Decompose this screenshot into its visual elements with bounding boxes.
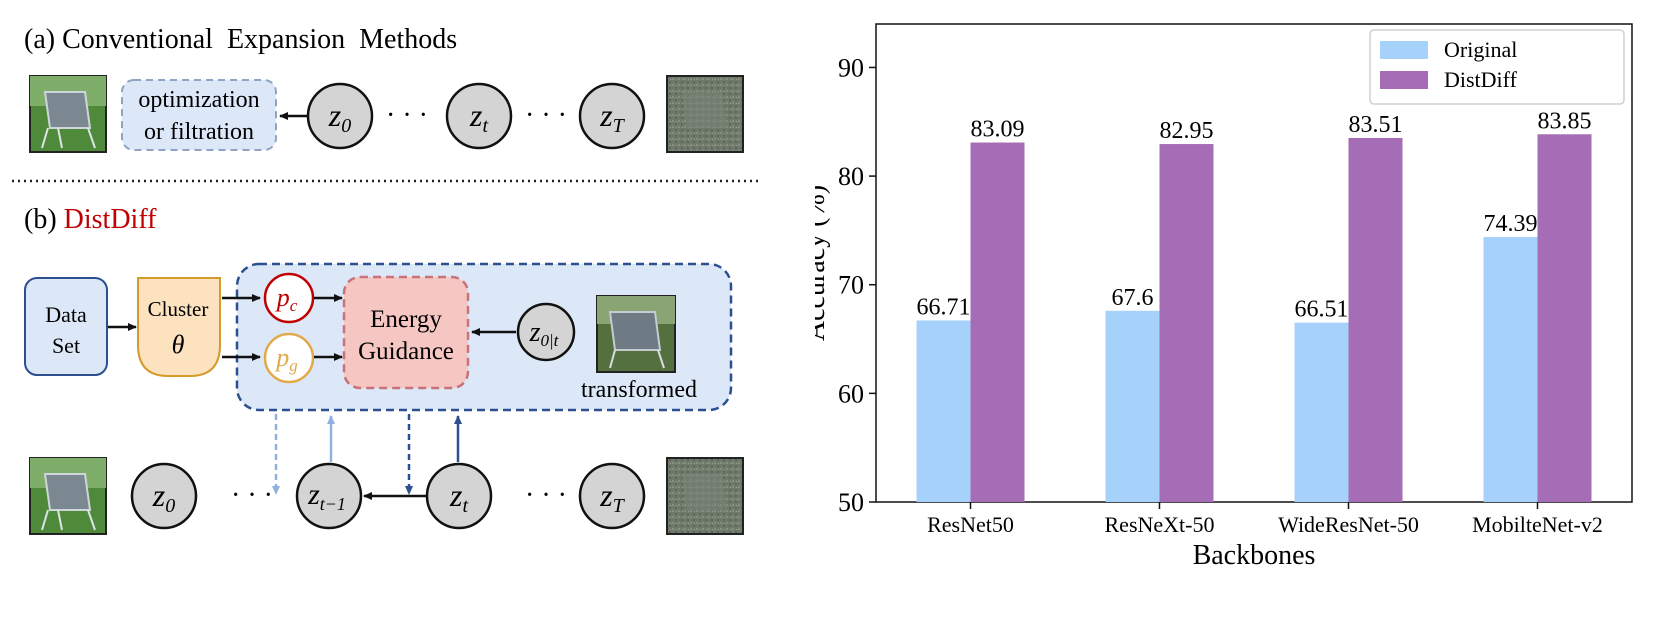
theta-symbol: θ (172, 330, 185, 359)
legend-box (1369, 29, 1625, 105)
bars-group (916, 134, 1592, 503)
svg-text:zt: zt (469, 97, 488, 137)
svg-text:pg: pg (274, 343, 298, 375)
method-box-line1: optimization (138, 87, 259, 113)
cluster-label: Cluster (148, 297, 209, 321)
bar-value-label: 67.6 (1112, 285, 1154, 311)
accuracy-bar-chart: 66.7183.0967.682.9566.5183.5174.3983.85 … (800, 23, 1633, 571)
legend-label-distdiff: DistDiff (1444, 67, 1518, 92)
svg-text:z0|t: z0|t (529, 317, 560, 350)
ellipsis-b-2: · · · (525, 480, 567, 511)
bar-original-0 (916, 320, 971, 502)
bar-value-label: 83.85 (1538, 108, 1592, 134)
bar-value-label: 83.09 (971, 117, 1025, 143)
ellipsis-b-1: · · · (231, 480, 273, 511)
data-set-line1: Data (45, 302, 87, 327)
chain-chair-photo-icon (29, 457, 107, 535)
y-tick-label: 70 (838, 271, 864, 300)
y-tick-label: 60 (838, 379, 864, 408)
svg-text:z0: z0 (152, 477, 175, 517)
node-z0t: z0|t (516, 302, 576, 362)
cluster-box (137, 277, 221, 377)
bar-original-3 (1483, 237, 1538, 503)
energy-line2: Guidance (358, 338, 454, 365)
node-b-z0: z0 (130, 462, 198, 530)
bar-original-1 (1105, 310, 1160, 502)
legend-swatch-original (1380, 41, 1428, 59)
node-a-zT: zT (578, 82, 646, 150)
panel-a-title: (a) Conventional Expansion Methods (24, 24, 457, 55)
x-axis: ResNet50 ResNeXt-50 WideResNet-50 MobilteNe… (927, 502, 1603, 537)
energy-line1: Energy (370, 306, 442, 333)
method-box-line2: or filtration (144, 119, 254, 145)
diagram-svg: (a) Conventional Expansion Methods optim… (12, 24, 762, 535)
bar-distdiff-2 (1348, 137, 1403, 503)
panel-b-title: (b) DistDiff (24, 204, 157, 235)
node-b-zT: zT (578, 462, 646, 530)
method-box (121, 79, 277, 151)
y-axis-label: Accuracy (%) (815, 185, 831, 341)
bar-distdiff-1 (1159, 144, 1214, 502)
y-axis: 50 60 70 80 90 (838, 53, 876, 517)
bar-labels-group: 66.71 83.09 67.6 82.95 66.51 83.51 74.39 83.85 (917, 108, 1592, 322)
svg-text:zT: zT (599, 97, 625, 137)
energy-guidance-box (342, 275, 470, 390)
y-tick-label: 80 (838, 162, 864, 191)
x-axis-label: Backbones (1193, 540, 1316, 571)
svg-text:zT: zT (599, 477, 625, 517)
node-b-zt-1: zt−1 (295, 462, 363, 530)
x-tick-label: ResNet50 (927, 512, 1014, 537)
svg-text:pc: pc (275, 283, 298, 315)
node-b-zt: zt (425, 462, 493, 530)
bar-value-label: 74.39 (1484, 211, 1538, 237)
ellipsis-a-2: · · · (525, 100, 567, 131)
chain-noisy-photo-icon (666, 457, 744, 535)
legend-swatch-distdiff (1380, 71, 1428, 89)
bar-value-label: 66.51 (1295, 297, 1349, 323)
ellipsis-a-1: · · · (386, 100, 428, 131)
x-tick-label: WideResNet-50 (1278, 512, 1419, 537)
bar-distdiff-3 (1537, 134, 1592, 502)
transformed-label: transformed (581, 377, 697, 403)
bar-value-label: 66.71 (917, 294, 971, 320)
x-tick-label: MobilteNet-v2 (1472, 512, 1603, 537)
transformed-chair-photo-icon (596, 295, 676, 373)
svg-text:z0: z0 (328, 97, 351, 137)
data-set-box (24, 277, 108, 376)
node-a-zt: zt (445, 82, 513, 150)
noisy-chair-photo-icon (666, 75, 744, 153)
bar-value-label: 82.95 (1160, 118, 1214, 144)
x-tick-label: ResNeXt-50 (1105, 512, 1215, 537)
bar-original-2 (1294, 322, 1349, 502)
y-tick-label: 50 (838, 488, 864, 517)
node-a-z0: z0 (306, 82, 374, 150)
bar-value-label: 83.51 (1349, 112, 1403, 138)
chair-photo-icon (29, 75, 107, 153)
node-pc: pc (263, 272, 315, 324)
node-pg: pg (263, 332, 315, 384)
legend-label-original: Original (1444, 37, 1517, 62)
svg-text:zt−1: zt−1 (307, 478, 346, 514)
plot-frame (875, 23, 1633, 503)
svg-text:zt: zt (449, 477, 468, 517)
y-tick-label: 90 (838, 53, 864, 82)
diagram-panel: (a) Conventional Expansion Methods optim… (0, 0, 815, 622)
bar-distdiff-0 (970, 142, 1025, 502)
data-set-line2: Set (52, 333, 80, 358)
